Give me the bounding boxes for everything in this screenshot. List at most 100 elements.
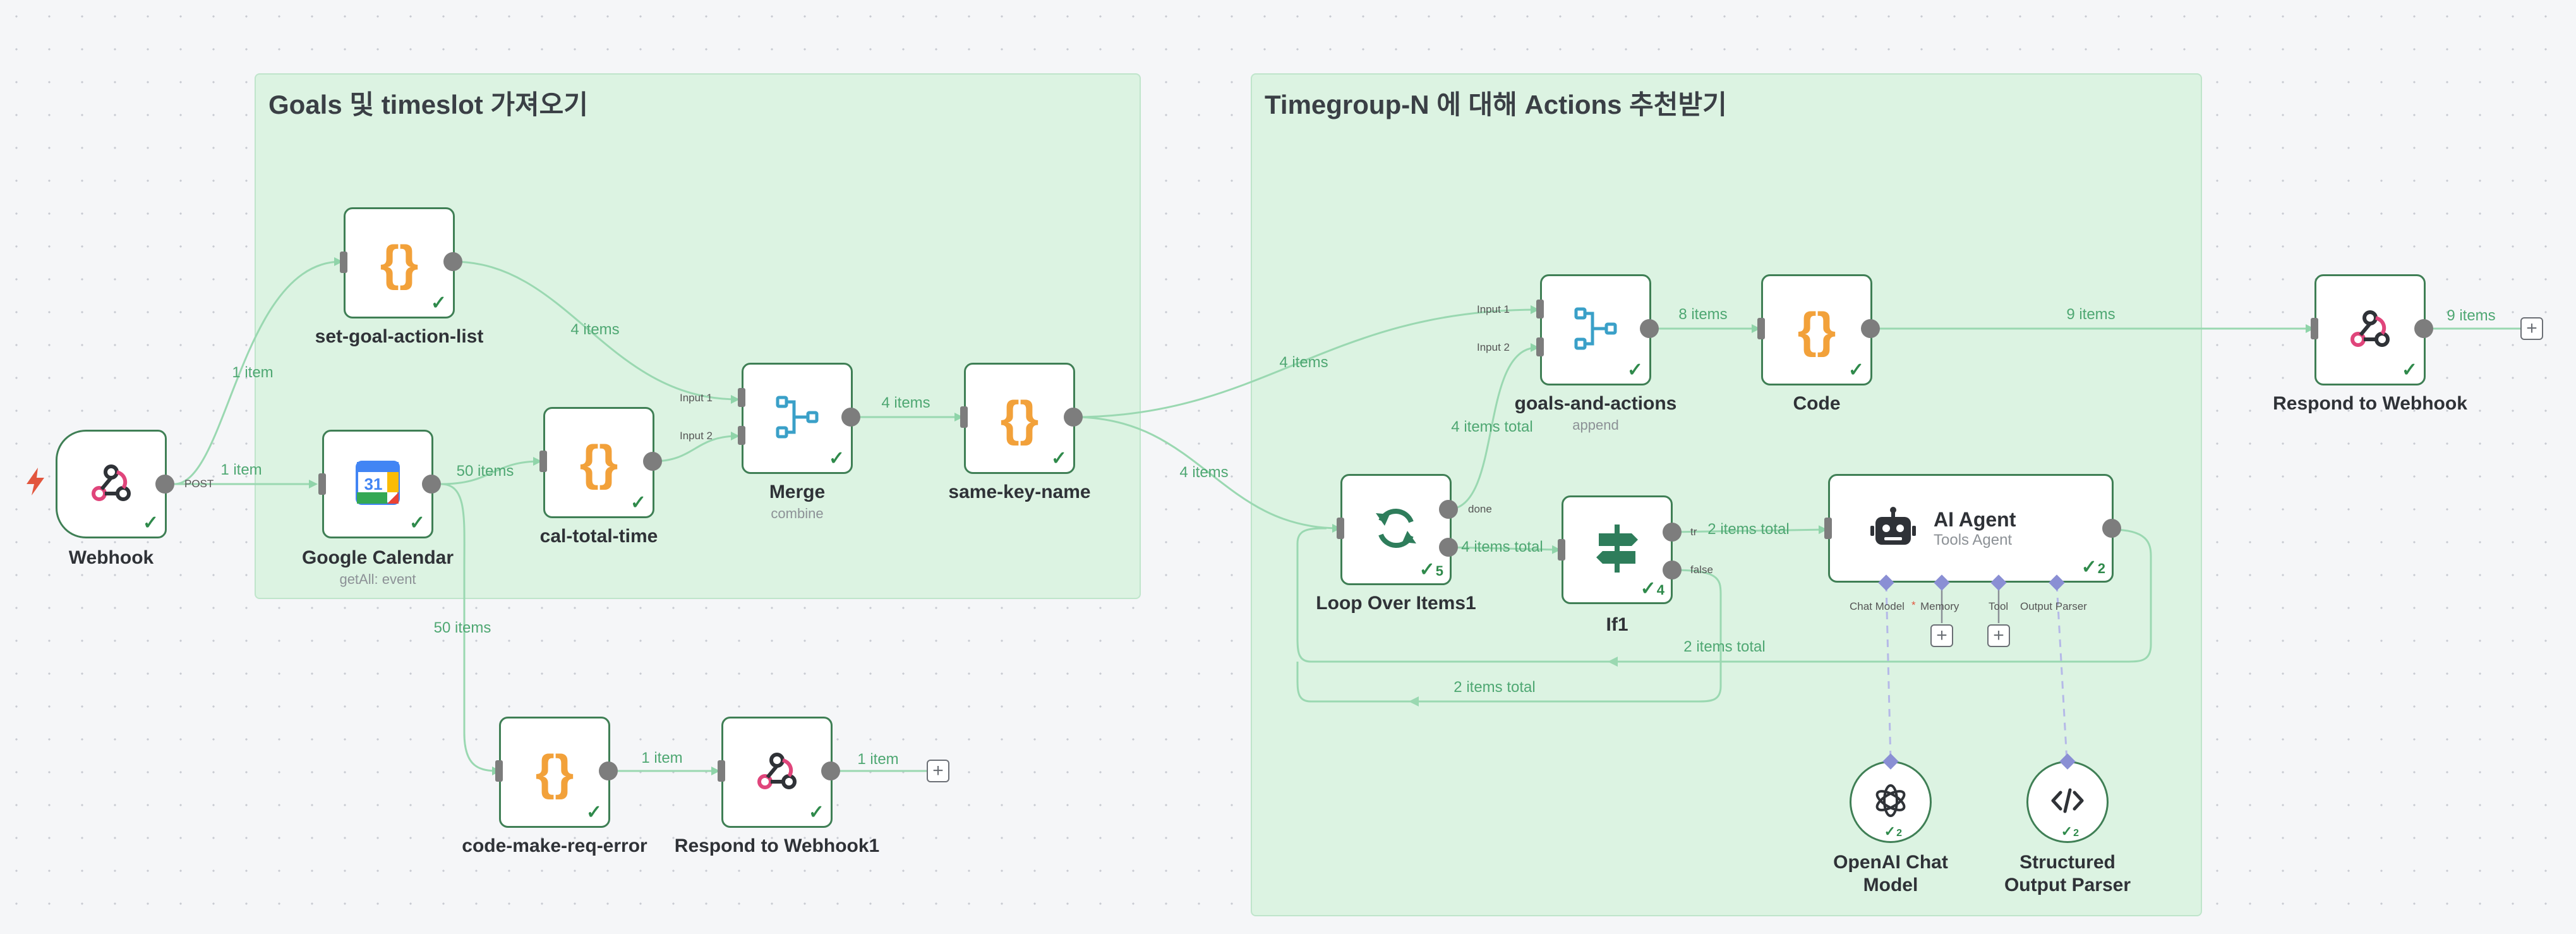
done-label: done: [1468, 503, 1492, 515]
add-tool-button[interactable]: +: [1987, 624, 2010, 647]
add-node-button[interactable]: +: [927, 760, 949, 782]
input-1-handle[interactable]: [738, 388, 745, 407]
input-handle[interactable]: [1824, 518, 1832, 539]
loop-output-handle[interactable]: [1439, 538, 1458, 557]
google-calendar-node[interactable]: 31 ✓: [322, 430, 433, 538]
node-label: Respond to Webhook: [2273, 393, 2467, 414]
success-check-icon: ✓2: [1884, 823, 1902, 839]
edge-label: 4 items: [881, 394, 930, 411]
input-handle[interactable]: [340, 252, 347, 273]
webhook-icon: [2348, 306, 2392, 354]
node-label: cal-total-time: [539, 526, 658, 547]
memory-port-label: Memory: [1920, 600, 1959, 612]
success-check-icon: ✓5: [1419, 559, 1443, 580]
done-output-handle[interactable]: [1439, 500, 1458, 519]
code-node[interactable]: {} ✓: [1761, 274, 1872, 385]
agent-title: AI Agent: [1934, 507, 2016, 531]
webhook-icon: [89, 461, 133, 508]
success-check-icon: ✓: [1627, 360, 1643, 380]
merge-node[interactable]: ✓: [742, 363, 853, 474]
loop-over-items1-node[interactable]: ✓5: [1340, 474, 1452, 585]
same-key-name-node[interactable]: {} ✓: [964, 363, 1075, 474]
edge-label: 2 items total: [1454, 679, 1536, 696]
code-make-req-error-node[interactable]: {} ✓: [499, 717, 610, 828]
output-handle[interactable]: [2102, 519, 2121, 538]
respond-to-webhook-node[interactable]: ✓: [2314, 274, 2426, 385]
required-marker: *: [1911, 599, 1916, 611]
false-output-handle[interactable]: [1663, 561, 1682, 579]
openai-chat-model-node[interactable]: ✓2: [1850, 761, 1932, 843]
input-1-handle[interactable]: [1536, 300, 1544, 318]
merge-icon: [775, 395, 819, 442]
node-label: Code: [1793, 393, 1841, 414]
input-handle[interactable]: [718, 760, 725, 782]
structured-output-parser-node[interactable]: ✓2: [2026, 761, 2109, 843]
output-handle[interactable]: [155, 475, 174, 494]
edge-label: 4 items total: [1451, 418, 1533, 435]
output-handle[interactable]: [422, 475, 441, 494]
input-handle[interactable]: [1337, 518, 1344, 539]
cal-total-time-node[interactable]: {} ✓: [543, 407, 654, 518]
add-memory-button[interactable]: +: [1930, 624, 1953, 647]
output-handle[interactable]: [821, 761, 840, 780]
edge-label: 4 items: [1179, 464, 1229, 481]
success-check-icon: ✓: [430, 293, 447, 313]
node-subtitle: getAll: event: [339, 571, 416, 587]
if1-node[interactable]: ✓4: [1562, 495, 1673, 604]
success-check-icon: ✓: [630, 492, 646, 513]
node-label: goals-and-actions: [1514, 393, 1677, 414]
agent-subtitle: Tools Agent: [1934, 531, 2013, 549]
input-handle[interactable]: [495, 760, 503, 782]
add-node-button[interactable]: +: [2520, 317, 2543, 340]
edge-label: 2 items total: [1707, 521, 1790, 538]
ai-agent-node[interactable]: AI Agent Tools Agent ✓2: [1828, 474, 2114, 583]
success-check-icon: ✓: [409, 512, 425, 533]
signpost-icon: [1595, 524, 1639, 576]
output-handle[interactable]: [1861, 319, 1880, 338]
output-handle[interactable]: [841, 408, 860, 427]
input-handle[interactable]: [318, 473, 326, 495]
output-handle[interactable]: [2414, 319, 2433, 338]
svg-text:31: 31: [364, 475, 383, 494]
webhook-method-label: POST: [184, 478, 214, 490]
output-handle[interactable]: [599, 761, 618, 780]
node-label-line2: Model: [1863, 875, 1918, 895]
code-tag-icon: [2049, 782, 2086, 822]
webhook-node[interactable]: ✓: [56, 430, 167, 538]
success-check-icon: ✓: [1848, 360, 1864, 380]
output-handle[interactable]: [1064, 408, 1083, 427]
input-2-handle[interactable]: [1536, 337, 1544, 356]
success-check-icon: ✓2: [2061, 823, 2079, 839]
webhook-icon: [755, 749, 799, 796]
true-label: tr: [1690, 526, 1697, 538]
code-braces-icon: {}: [579, 434, 618, 490]
input-1-label: Input 1: [1477, 303, 1510, 315]
goals-and-actions-node[interactable]: ✓: [1540, 274, 1651, 385]
respond-to-webhook1-node[interactable]: ✓: [721, 717, 833, 828]
code-braces-icon: {}: [1000, 390, 1039, 446]
output-handle[interactable]: [643, 452, 662, 471]
output-handle[interactable]: [443, 252, 462, 271]
success-check-icon: ✓: [142, 512, 159, 533]
output-handle[interactable]: [1640, 319, 1659, 338]
tool-port-label: Tool: [1989, 600, 2009, 612]
edge-label: 4 items: [570, 321, 620, 338]
success-check-icon: ✓: [2401, 360, 2417, 380]
input-handle[interactable]: [1757, 318, 1765, 339]
true-output-handle[interactable]: [1663, 523, 1682, 542]
edge-label: 4 items total: [1461, 538, 1543, 555]
input-handle[interactable]: [2311, 318, 2318, 339]
input-handle[interactable]: [539, 451, 547, 472]
robot-icon: [1870, 506, 1916, 550]
input-2-handle[interactable]: [738, 426, 745, 445]
edge-label: 1 item: [641, 749, 683, 767]
edge-label: 2 items total: [1683, 638, 1766, 655]
set-goal-action-list-node[interactable]: {} ✓: [344, 207, 455, 318]
node-subtitle: combine: [771, 506, 824, 521]
input-handle[interactable]: [960, 406, 968, 428]
false-label: false: [1690, 564, 1713, 576]
edge-label: 1 item: [857, 751, 899, 768]
edge-label: 8 items: [1678, 306, 1728, 323]
input-handle[interactable]: [1558, 539, 1565, 561]
node-label-line1: Structured: [2019, 852, 2116, 873]
